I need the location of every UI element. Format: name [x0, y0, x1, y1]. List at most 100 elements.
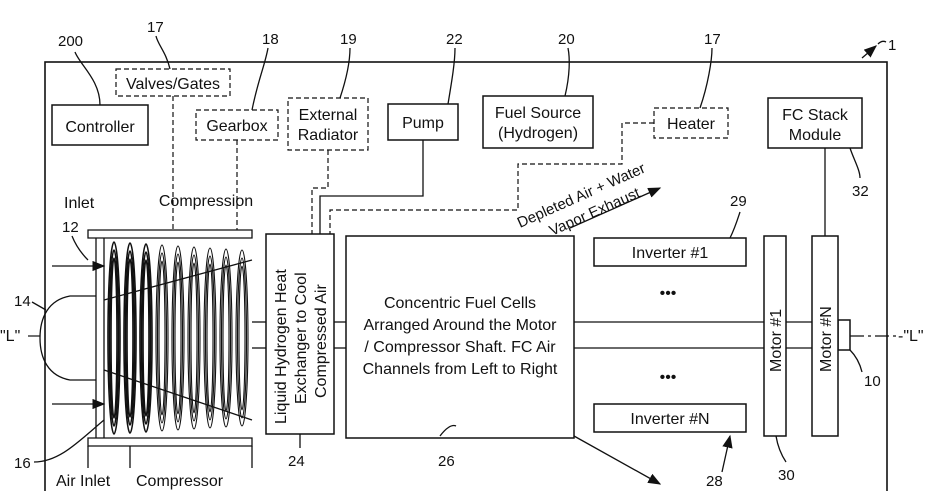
compressor-stage: [222, 264, 230, 412]
compressor-stage: [156, 252, 168, 424]
outer-housing: [44, 61, 888, 491]
compressor-stage: [124, 250, 136, 426]
compressor-stage: [220, 256, 232, 420]
svg-text:16: 16: [14, 455, 31, 472]
compressor-stage: [126, 258, 134, 418]
fc-stack-line2: Module: [789, 127, 842, 144]
compressor-stage: [187, 246, 201, 430]
axis-right-label: -"L": [898, 328, 924, 345]
pump-block: Pump 22: [319, 31, 463, 234]
compressor-stage: [172, 253, 184, 423]
compressor-stage: [174, 261, 182, 415]
motor-1-ref: 30: [778, 467, 795, 484]
heater-label: Heater: [667, 116, 716, 133]
fuel-source-ref: 20: [558, 31, 575, 48]
compressor-stage: [158, 260, 166, 416]
air-inlet-label: Air Inlet: [56, 473, 111, 490]
center-axis: "L" -"L": [0, 328, 924, 345]
compressor-stage: [236, 257, 248, 419]
external-radiator-line2: Radiator: [298, 127, 359, 144]
compression-label: Compression: [159, 193, 253, 210]
compressor-stage: [123, 242, 137, 434]
pump-ref: 22: [446, 31, 463, 48]
gearbox-label: Gearbox: [206, 118, 267, 135]
fuel-source-line1: Fuel Source: [495, 105, 581, 122]
bottom-labels: Air Inlet Compressor: [56, 446, 253, 490]
inlet-bottom-ref: 16: [14, 419, 105, 472]
compressor-stage: [206, 263, 214, 413]
fuel-cells-line4: Channels from Left to Right: [363, 361, 558, 378]
controller-ref: 200: [58, 33, 83, 50]
ellipsis-bottom: •••: [660, 369, 677, 386]
fc-stack-ref: 32: [852, 183, 869, 200]
compressor-stage: [188, 254, 200, 422]
fuel-cells-line1: Concentric Fuel Cells: [384, 295, 536, 312]
external-radiator-block: External Radiator 19: [287, 31, 369, 234]
compressor-stage: [107, 241, 121, 435]
compressor-stage: [110, 257, 118, 419]
fuel-cells-line3: / Compressor Shaft. FC Air: [364, 339, 556, 356]
fuel-source-line2: (Hydrogen): [498, 125, 578, 142]
heat-exchanger-block: Liquid Hydrogen Heat Exchanger to Cool C…: [265, 233, 335, 470]
motor-n-label: Motor #N: [818, 306, 835, 372]
heat-exchanger-line2: Exchanger to Cool: [293, 272, 310, 404]
fc-stack-module-block: FC Stack Module 32: [767, 97, 869, 236]
compressor-stage: [139, 243, 153, 433]
compressor-stage: [155, 244, 169, 432]
compressor-stage: [204, 255, 216, 421]
heat-exchanger-line1: Liquid Hydrogen Heat: [273, 269, 290, 424]
fuel-cells-ref: 26: [438, 453, 455, 470]
inverter-n-block: Inverter #N 28: [593, 403, 747, 490]
fuel-source-block: Fuel Source (Hydrogen) 20: [482, 31, 594, 149]
inverter-n-label: Inverter #N: [630, 411, 709, 428]
compressor-stage: [108, 249, 120, 427]
compressor-assembly: [87, 229, 253, 447]
external-radiator-ref: 19: [340, 31, 357, 48]
inlet-ref: 12: [62, 219, 79, 236]
compressor-stage: [203, 247, 217, 429]
inlet-annotation: Inlet 12: [52, 195, 106, 410]
pump-label: Pump: [402, 115, 444, 132]
inverter-1-label: Inverter #1: [632, 245, 709, 262]
motor-n-ref: 10: [864, 373, 881, 390]
controller-block: Controller 200: [51, 33, 149, 146]
fuel-cells-block: Concentric Fuel Cells Arranged Around th…: [345, 235, 662, 485]
compressor-stages: [107, 241, 249, 435]
compressor-label: Compressor: [136, 473, 224, 490]
heater-block: Heater 17: [329, 31, 729, 234]
heat-exchanger-line3: Compressed Air: [313, 284, 330, 398]
gearbox-ref: 18: [262, 31, 279, 48]
compressor-stage: [142, 259, 150, 417]
heater-ref: 17: [704, 31, 721, 48]
motor-n-block: Motor #N 10: [811, 235, 881, 437]
inverter-1-block: Inverter #1 29: [593, 193, 747, 267]
compressor-stage: [235, 249, 249, 427]
compressor-stage: [190, 262, 198, 414]
exhaust-annotation: Depleted Air + Water Vapor Exhaust: [515, 160, 662, 240]
compressor-stage: [140, 251, 152, 425]
valves-gates-ref: 17: [147, 19, 164, 36]
gearbox-block: Gearbox 18: [195, 31, 279, 230]
heat-exchanger-ref: 24: [288, 453, 305, 470]
motor-1-label: Motor #1: [768, 309, 785, 372]
compressor-stage: [219, 248, 233, 428]
svg-text:1: 1: [888, 37, 896, 54]
external-radiator-line1: External: [299, 107, 358, 124]
compressor-stage: [238, 265, 246, 411]
valves-gates-block: Valves/Gates 17: [115, 19, 231, 230]
figure-ref: 1: [861, 37, 896, 59]
compressor-stage: [171, 245, 185, 431]
controller-label: Controller: [65, 119, 135, 136]
nose-ref: 14: [14, 293, 31, 310]
valves-gates-label: Valves/Gates: [126, 76, 220, 93]
inlet-label: Inlet: [64, 195, 95, 212]
axis-left-label: "L": [0, 328, 20, 345]
ellipsis-top: •••: [660, 285, 677, 302]
motor-1-block: Motor #1 30: [763, 235, 795, 484]
shaft: [252, 319, 851, 351]
inverter-n-ref: 28: [706, 473, 723, 490]
nose-cone: 14: [14, 293, 97, 381]
fc-stack-line1: FC Stack: [782, 107, 849, 124]
fuel-cells-line2: Arranged Around the Motor: [363, 317, 557, 334]
